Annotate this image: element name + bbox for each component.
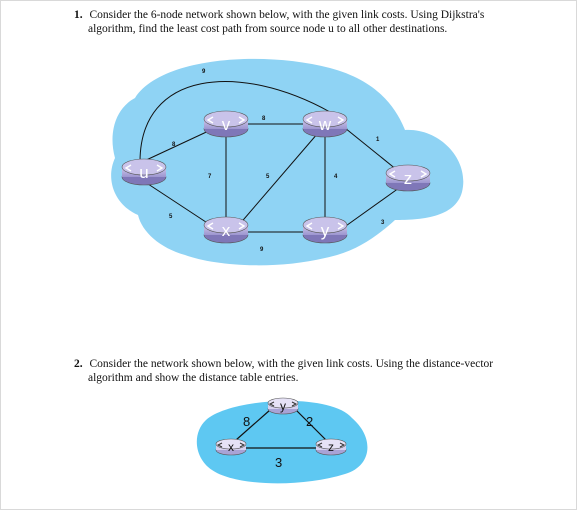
router-x-label: x <box>222 221 231 240</box>
link2-x-y <box>235 409 271 441</box>
router2-z: z <box>315 438 347 456</box>
question-1-text-line2: algorithm, find the least cost path from… <box>88 23 448 35</box>
link-u-v <box>141 127 216 163</box>
router2-x: x <box>215 438 247 456</box>
question-1-number: 1. <box>74 9 83 21</box>
router-w: w <box>302 110 348 138</box>
router2-y-label: y <box>280 399 286 413</box>
router2-z-label: z <box>328 440 334 454</box>
router-z: z <box>385 164 431 192</box>
cost-u-w: 9 <box>202 69 206 75</box>
question-1: 1. Consider the 6-node network shown bel… <box>74 8 544 36</box>
link-u-w <box>139 81 331 163</box>
question-2-text-line2: algorithm and show the distance table en… <box>88 372 299 384</box>
network-2-diagram: 8 2 3 y x z <box>196 397 368 484</box>
router-v-label: v <box>222 115 231 134</box>
cost-w-z: 1 <box>376 137 380 143</box>
cost-u-v: 8 <box>172 142 176 148</box>
cost2-x-y: 8 <box>243 414 250 429</box>
router-v: v <box>203 110 249 138</box>
network-1-diagram: 9 8 5 8 7 5 4 9 1 3 u v <box>111 58 464 266</box>
cost2-y-z: 2 <box>306 414 313 429</box>
router-w-label: w <box>318 115 332 134</box>
link-y-z <box>342 187 400 229</box>
link2-y-z <box>295 409 327 441</box>
cost-v-x: 7 <box>208 174 212 180</box>
question-2: 2. Consider the network shown below, wit… <box>74 357 544 385</box>
cost-y-z: 3 <box>381 220 385 226</box>
question-2-text-line1: Consider the network shown below, with t… <box>89 358 494 370</box>
link-u-x <box>141 179 216 229</box>
network-1-links <box>139 81 400 233</box>
question-1-text-line1: Consider the 6-node network shown below,… <box>89 9 485 21</box>
network-1-cloud <box>111 58 464 266</box>
router2-y: y <box>267 397 299 415</box>
question-2-number: 2. <box>74 358 83 370</box>
cost-w-y: 4 <box>334 174 338 180</box>
router-y: y <box>302 216 348 244</box>
network-2-link-costs: 8 2 3 <box>243 414 313 470</box>
link-x-w <box>237 132 319 227</box>
network-2-cloud <box>196 400 368 484</box>
router-u-label: u <box>139 163 148 182</box>
cost-v-w: 8 <box>262 116 266 122</box>
router2-x-label: x <box>228 440 234 454</box>
router-y-label: y <box>321 221 330 240</box>
router-z-label: z <box>404 169 413 188</box>
cost-u-x: 5 <box>169 214 173 220</box>
cost-x-y: 9 <box>260 247 264 253</box>
link-w-z <box>344 127 398 171</box>
cost2-x-z: 3 <box>275 455 282 470</box>
network-2-links <box>235 409 327 449</box>
cost-x-w: 5 <box>266 174 270 180</box>
network-1-link-costs: 9 8 5 8 7 5 4 9 1 3 <box>169 69 385 253</box>
router-u: u <box>121 158 167 186</box>
router-x: x <box>203 216 249 244</box>
